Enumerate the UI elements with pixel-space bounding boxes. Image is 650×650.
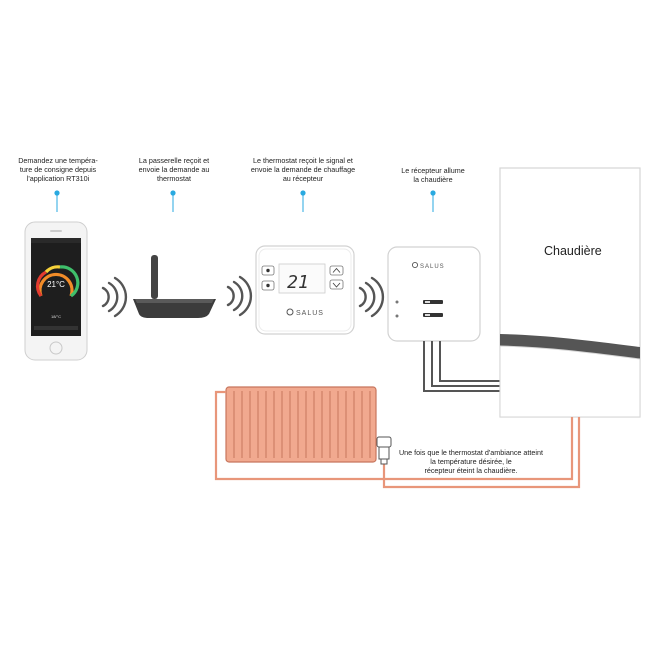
phone-temperature: 21°C [47,280,65,289]
shutoff-note: Une fois que le thermostat d'ambiance at… [398,448,543,475]
salus-logo-icon [411,261,419,269]
leader-dot-2 [170,190,176,196]
boiler-label: Chaudière [544,244,602,258]
arrow-up-icon [332,267,341,273]
thermostat: 21 SALUS [255,245,355,335]
smartphone: 21°C 18/°C [24,221,88,361]
thermostat-brand: SALUS [296,310,324,317]
radiator-valve [376,436,392,465]
thermostat-display: 21 [287,272,309,293]
step3-caption: Le thermostat reçoit le signal et envoie… [250,156,356,183]
salus-logo-icon [286,308,294,316]
step4-caption: Le récepteur allume la chaudière [401,166,465,184]
wifi-signal-icon [226,275,253,317]
step1-caption: Demandez une tempéra- ture de consigne d… [18,156,98,183]
leader-dot-3 [300,190,306,196]
leader-dot-1 [54,190,60,196]
receiver-wires [423,341,500,392]
wifi-signal-icon [358,276,385,318]
step2-caption: La passerelle reçoit et envoie la demand… [138,156,210,183]
heating-pipes [214,390,581,489]
receiver: SALUS [387,246,481,342]
leader-dot-4 [430,190,436,196]
receiver-brand: SALUS [420,264,445,270]
arrow-down-icon [332,282,341,288]
radiator [225,386,377,463]
wifi-signal-icon [101,276,128,318]
boiler [499,167,641,418]
gateway [133,255,216,318]
leader-lines [54,190,436,212]
phone-set-temp: 18/°C [51,314,61,319]
